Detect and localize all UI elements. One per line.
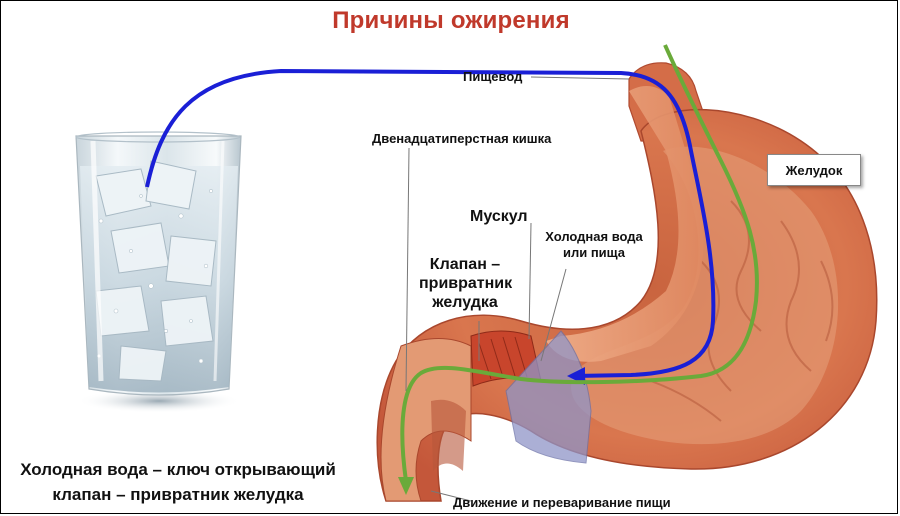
cold-water-line-1: Холодная вода [545, 229, 643, 244]
caption-line-2: клапан – привратник желудка [52, 485, 304, 504]
esophagus-label: Пищевод [463, 69, 523, 84]
blue-water-path [145, 68, 716, 378]
page-title: Причины ожирения [332, 7, 570, 34]
movement-label: Движение и переваривание пищи [453, 495, 671, 510]
pointer-lines [405, 76, 630, 502]
glass-of-water-illustration [75, 131, 242, 413]
caption-line-1: Холодная вода – ключ открывающий [20, 460, 336, 479]
bottom-caption: Холодная вода – ключ открывающий клапан … [3, 457, 353, 507]
duodenum-label: Двенадцатиперстная кишка [372, 131, 552, 146]
green-food-path [400, 44, 759, 482]
muscle-label: Мускул [470, 208, 528, 225]
stomach-anatomy-illustration [376, 62, 878, 502]
valve-label: Клапан – привратник желудка [419, 255, 513, 312]
stomach-label-box: Желудок [767, 154, 861, 186]
cold-water-label: Холодная вода или пища [536, 229, 652, 261]
cold-water-line-2: или пища [562, 245, 626, 260]
valve-line-1: Клапан – [429, 256, 501, 273]
valve-line-2: привратник [419, 275, 513, 292]
green-arrowhead [398, 477, 414, 495]
valve-line-3: желудка [432, 294, 498, 311]
